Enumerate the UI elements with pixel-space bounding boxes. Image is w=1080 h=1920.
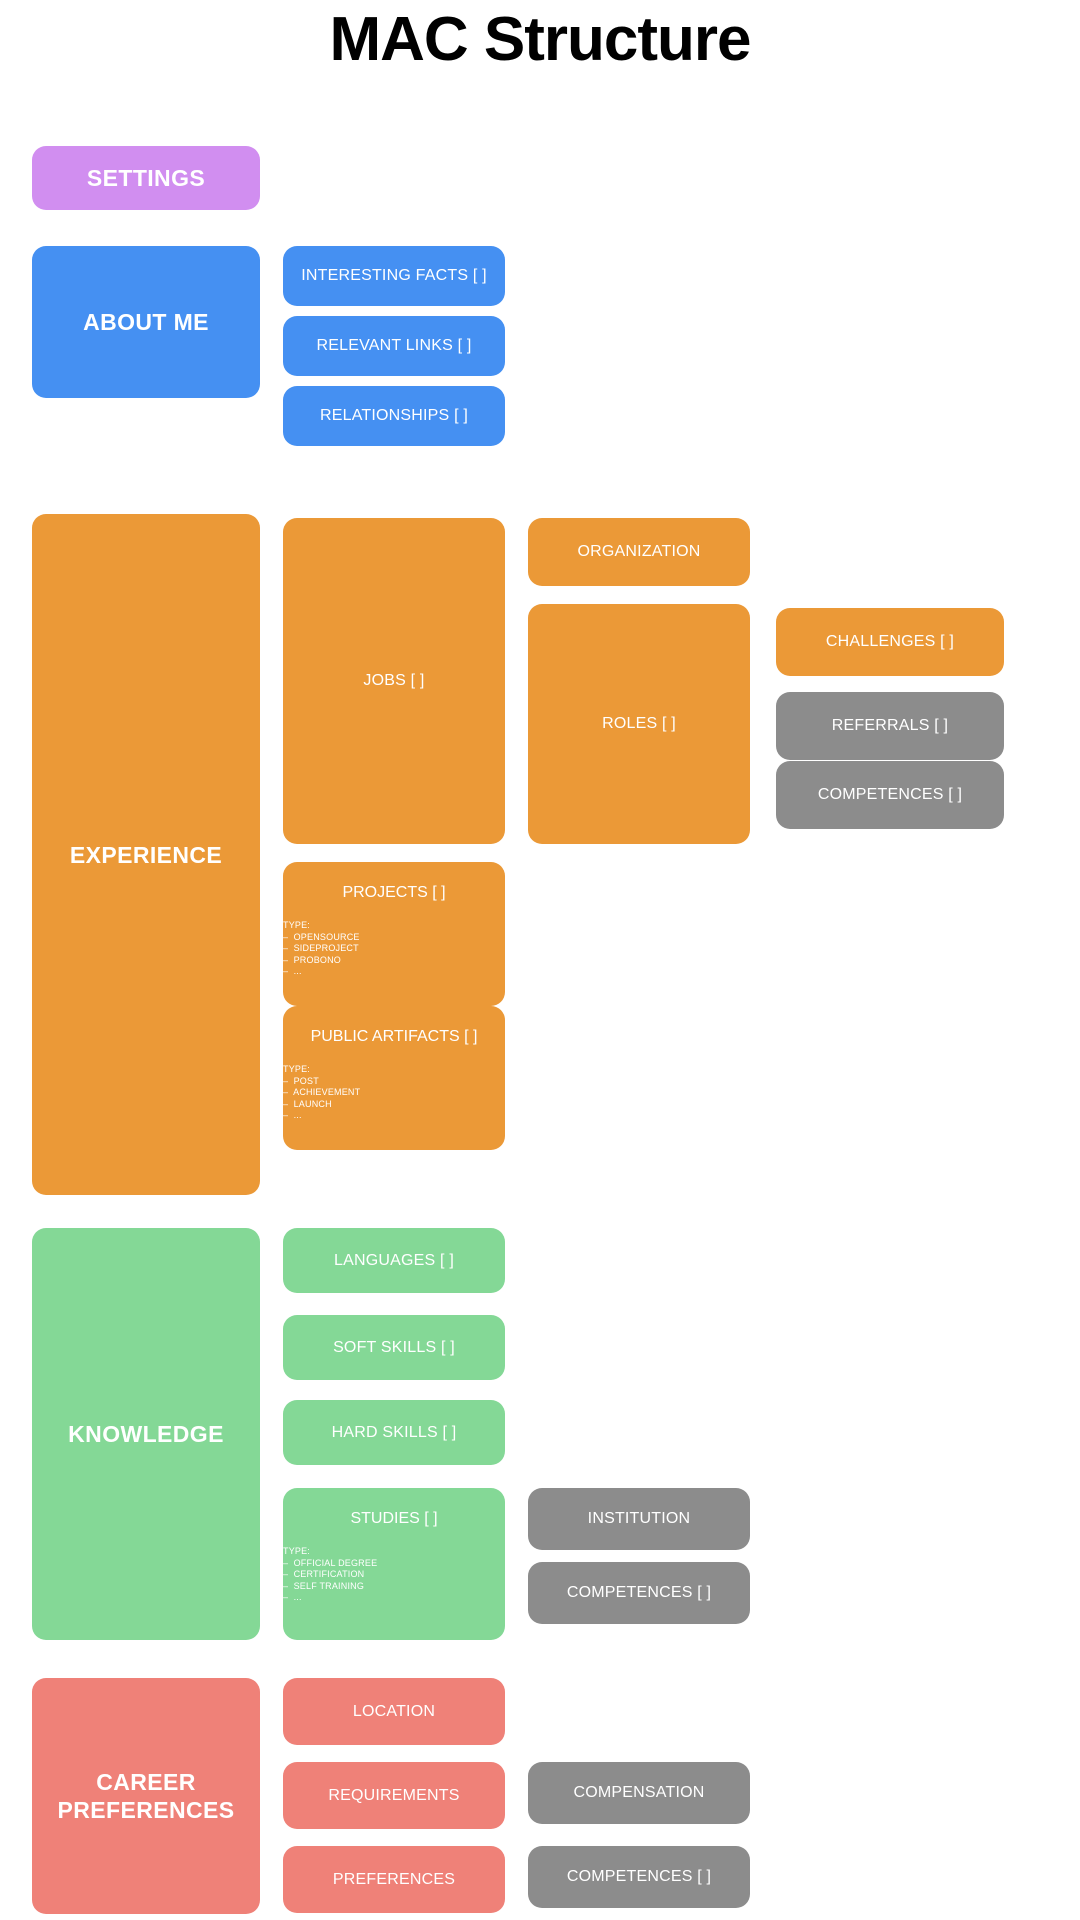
node-competences-knowledge[interactable]: COMPETENCES [ ]: [528, 1562, 750, 1624]
node-knowledge[interactable]: KNOWLEDGE: [32, 1228, 260, 1640]
node-competences-experience[interactable]: COMPETENCES [ ]: [776, 761, 1004, 829]
node-interesting-facts[interactable]: INTERESTING FACTS [ ]: [283, 246, 505, 306]
type-label: TYPE:: [283, 1064, 311, 1074]
node-location[interactable]: LOCATION: [283, 1678, 505, 1745]
node-public-artifacts-type-block: TYPE: – POST – ACHIEVEMENT – LAUNCH – ..…: [283, 1064, 505, 1122]
type-item: – ...: [283, 1110, 302, 1120]
page-title: MAC Structure: [329, 5, 751, 74]
type-label: TYPE:: [283, 1546, 311, 1556]
type-item: – SIDEPROJECT: [283, 943, 359, 953]
node-referrals[interactable]: REFERRALS [ ]: [776, 692, 1004, 760]
node-projects[interactable]: PROJECTS [ ] TYPE: – OPENSOURCE – SIDEPR…: [283, 862, 505, 1006]
node-studies-title: STUDIES [ ]: [350, 1510, 438, 1527]
node-public-artifacts-title: PUBLIC ARTIFACTS [ ]: [310, 1028, 478, 1045]
node-about-me[interactable]: ABOUT ME: [32, 246, 260, 398]
node-career-preferences-label-line2: PREFERENCES: [57, 1797, 235, 1823]
node-projects-type-block: TYPE: – OPENSOURCE – SIDEPROJECT – PROBO…: [283, 920, 505, 978]
node-settings[interactable]: SETTINGS: [32, 146, 260, 210]
node-institution[interactable]: INSTITUTION: [528, 1488, 750, 1550]
node-relevant-links[interactable]: RELEVANT LINKS [ ]: [283, 316, 505, 376]
type-item: – ACHIEVEMENT: [283, 1087, 361, 1097]
node-projects-title: PROJECTS [ ]: [342, 884, 446, 901]
node-hard-skills[interactable]: HARD SKILLS [ ]: [283, 1400, 505, 1465]
type-item: – LAUNCH: [283, 1098, 332, 1109]
node-studies[interactable]: STUDIES [ ] TYPE: – OFFICIAL DEGREE – CE…: [283, 1488, 505, 1640]
node-experience[interactable]: EXPERIENCE: [32, 514, 260, 1195]
node-studies-type-block: TYPE: – OFFICIAL DEGREE – CERTIFICATION …: [283, 1546, 505, 1604]
node-public-artifacts[interactable]: PUBLIC ARTIFACTS [ ] TYPE: – POST – ACHI…: [283, 1006, 505, 1150]
node-requirements[interactable]: REQUIREMENTS: [283, 1762, 505, 1829]
type-item: – POST: [283, 1075, 319, 1086]
node-jobs[interactable]: JOBS [ ]: [283, 518, 505, 844]
node-preferences[interactable]: PREFERENCES: [283, 1846, 505, 1913]
type-label: TYPE:: [283, 920, 311, 930]
node-soft-skills[interactable]: SOFT SKILLS [ ]: [283, 1315, 505, 1380]
type-item: – ...: [283, 1592, 302, 1602]
type-item: – OPENSOURCE: [283, 931, 360, 942]
type-item: – OFFICIAL DEGREE: [283, 1557, 378, 1568]
node-organization[interactable]: ORGANIZATION: [528, 518, 750, 586]
type-item: – SELF TRAINING: [283, 1580, 365, 1591]
node-career-preferences[interactable]: CAREER PREFERENCES: [32, 1678, 260, 1914]
node-roles[interactable]: ROLES [ ]: [528, 604, 750, 844]
type-item: – CERTIFICATION: [283, 1569, 365, 1579]
node-competences-career[interactable]: COMPETENCES [ ]: [528, 1846, 750, 1908]
node-compensation[interactable]: COMPENSATION: [528, 1762, 750, 1824]
node-languages[interactable]: LANGUAGES [ ]: [283, 1228, 505, 1293]
node-career-preferences-label-line1: CAREER: [96, 1769, 196, 1795]
node-challenges[interactable]: CHALLENGES [ ]: [776, 608, 1004, 676]
node-relationships[interactable]: RELATIONSHIPS [ ]: [283, 386, 505, 446]
type-item: – ...: [283, 966, 302, 976]
type-item: – PROBONO: [283, 954, 342, 965]
